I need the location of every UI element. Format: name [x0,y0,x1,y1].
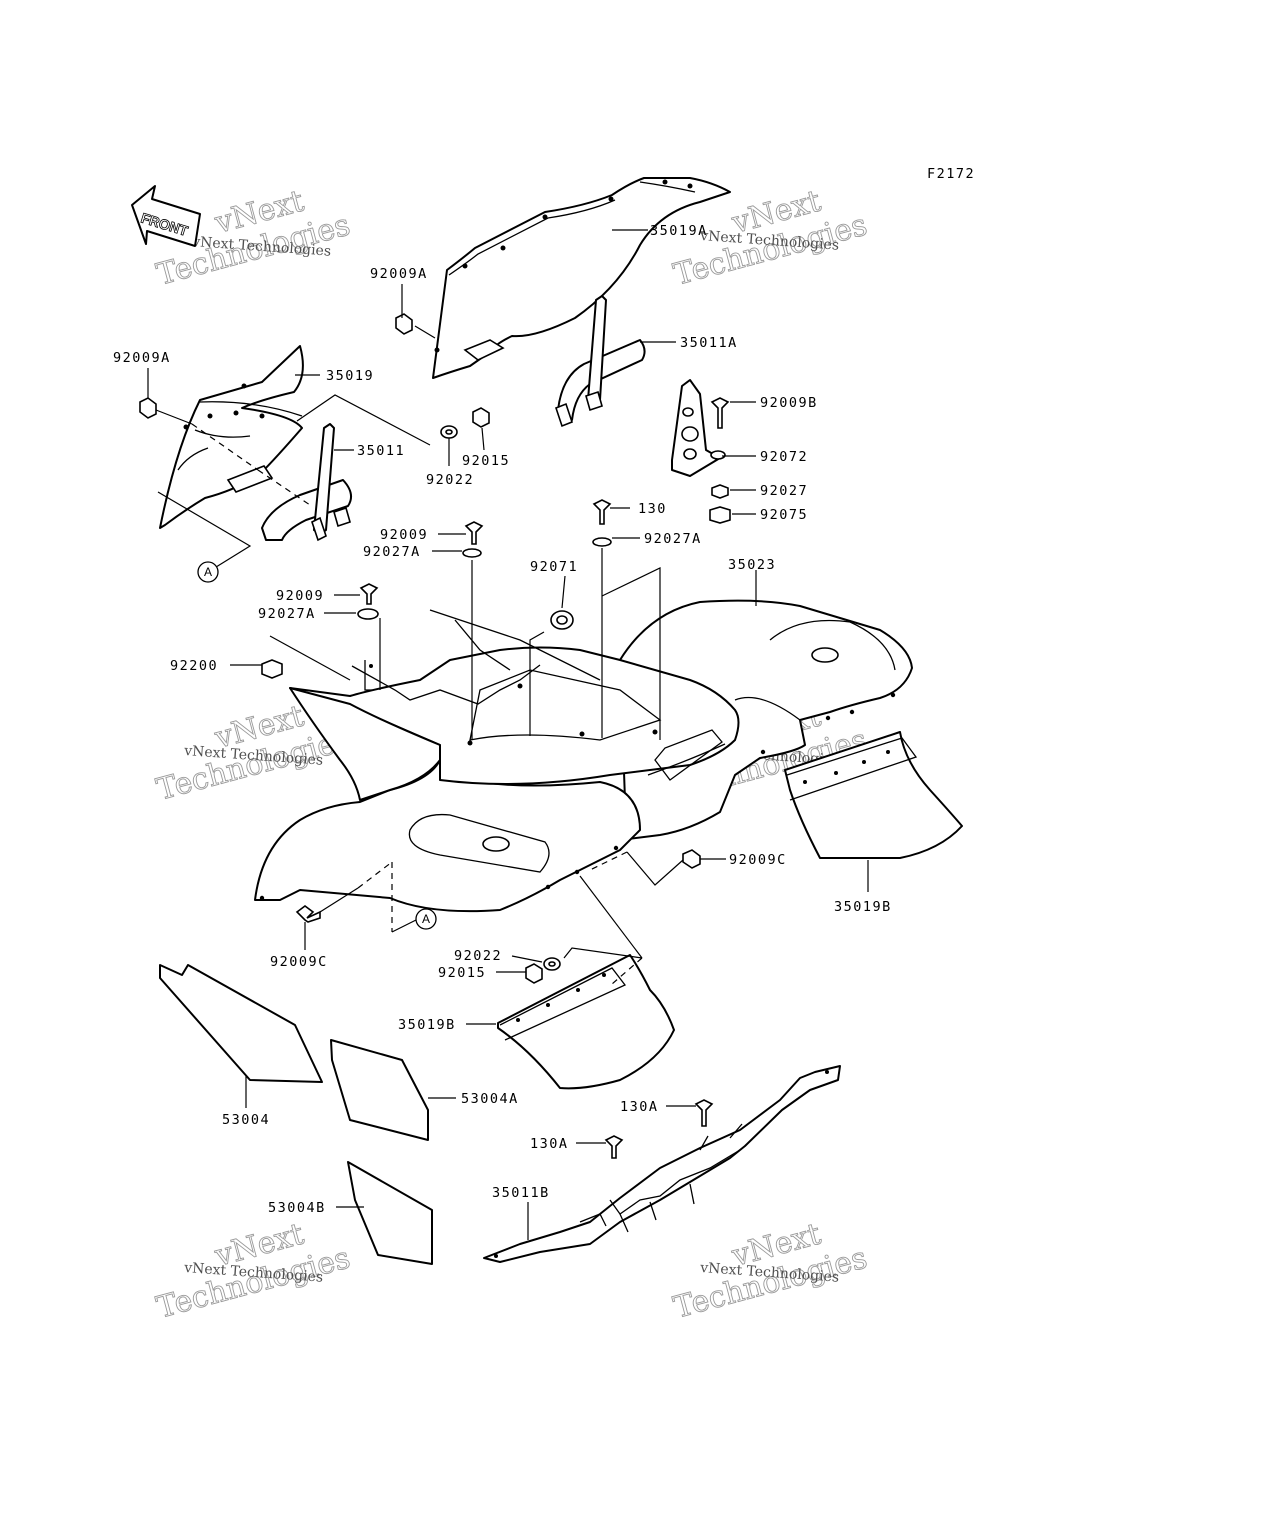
decal-53004 [159,964,323,1083]
collar-92200 [261,659,283,679]
label-35019b-bottom: 35019B [398,1017,456,1033]
label-35019a: 35019A [650,223,708,239]
bracket-35011 [261,423,353,542]
bolt-92009a-top [395,313,413,335]
washer-92027a-right [592,537,612,547]
decal-53004a [330,1039,429,1141]
bracket-35011a [555,295,646,428]
washer-92072 [710,450,726,460]
nut-92015-top [472,407,490,428]
svg-text:A: A [422,912,430,926]
bolt-92009b [710,397,730,429]
rear-body-35023 [254,599,913,913]
label-92009b: 92009B [760,395,818,411]
label-35019b-right: 35019B [834,899,892,915]
label-35023: 35023 [728,557,776,573]
label-35011b: 35011B [492,1185,550,1201]
front-arrow-icon: FRONT [131,185,201,247]
label-92009a-left: 92009A [113,350,171,366]
label-92009a-top: 92009A [370,266,428,282]
label-92200: 92200 [170,658,218,674]
washer-92027a-b [357,608,379,620]
bracket-35011b [483,1065,841,1263]
nut-92027 [711,484,729,499]
label-92022-bottom: 92022 [454,948,502,964]
part-labels: 35019A 92009A 35011A 92009A 35019 35011 … [113,223,892,1216]
svg-text:A: A [204,565,212,579]
label-130a-a: 130A [620,1099,659,1115]
label-92027a-b: 92027A [258,606,316,622]
label-92071: 92071 [530,559,578,575]
label-92027a-right: 92027A [644,531,702,547]
rear-fender-upper-right [432,177,731,379]
label-92015-top: 92015 [462,453,510,469]
label-92027: 92027 [760,483,808,499]
label-35011a: 35011A [680,335,738,351]
bolt-130a-a [694,1099,714,1127]
decal-53004b [347,1161,433,1265]
bracket-92072 [671,379,721,477]
label-53004: 53004 [222,1112,270,1128]
figure-code: F2172 [927,166,975,182]
nut-92015-bottom [525,963,543,984]
bolt-92009-b [359,583,379,605]
label-35011: 35011 [357,443,405,459]
mudflap-35019b-right [784,731,963,859]
reference-marker-a-bottom: A [415,908,437,930]
grommet-92075 [709,506,731,524]
label-130a-b: 130A [530,1136,569,1152]
label-92072: 92072 [760,449,808,465]
label-92022-top: 92022 [426,472,474,488]
bolt-92009c-right [682,849,701,869]
nut-92022-bottom [543,957,561,971]
bolt-92009-a [464,521,484,545]
label-92009c-left: 92009C [270,954,328,970]
label-92027a-a: 92027A [363,544,421,560]
reference-marker-a-top: A [197,561,219,583]
bolt-92009c-left [295,905,321,923]
bolt-130a-b [604,1135,624,1159]
label-92015-bottom: 92015 [438,965,486,981]
rear-fender-left [159,345,304,529]
label-92009-a: 92009 [380,527,428,543]
washer-92027a-a [462,548,482,558]
bolt-130 [592,499,612,525]
bolt-92009a-left [139,397,157,419]
label-130: 130 [638,501,667,517]
label-53004b: 53004B [268,1200,326,1216]
label-53004a: 53004A [461,1091,519,1107]
label-92075: 92075 [760,507,808,523]
grommet-92071 [550,610,574,630]
label-35019: 35019 [326,368,374,384]
label-92009c-right: 92009C [729,852,787,868]
mudflap-35019b-bottom [497,954,675,1090]
label-92009-b: 92009 [276,588,324,604]
nut-92022-top [440,425,458,439]
